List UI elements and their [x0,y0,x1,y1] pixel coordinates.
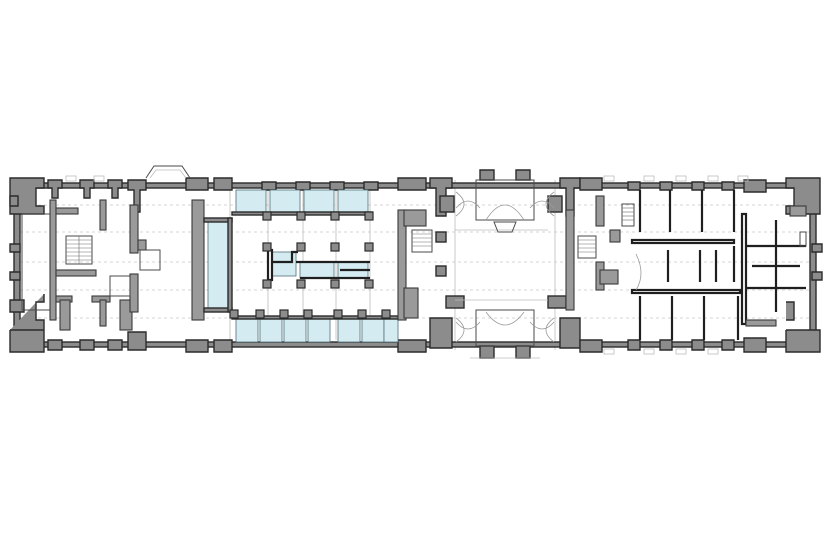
central-vestibule [403,179,567,359]
west-wing-rooms [21,165,191,331]
west-staircase [65,235,93,265]
north-facade-piers [47,169,767,217]
east-wing-rooms [565,190,807,340]
main-hall-walls [191,199,407,321]
south-facade-piers [47,317,767,359]
corner-pavilions [9,177,823,353]
window-marks [65,175,749,355]
main-hall-columns [229,211,391,319]
